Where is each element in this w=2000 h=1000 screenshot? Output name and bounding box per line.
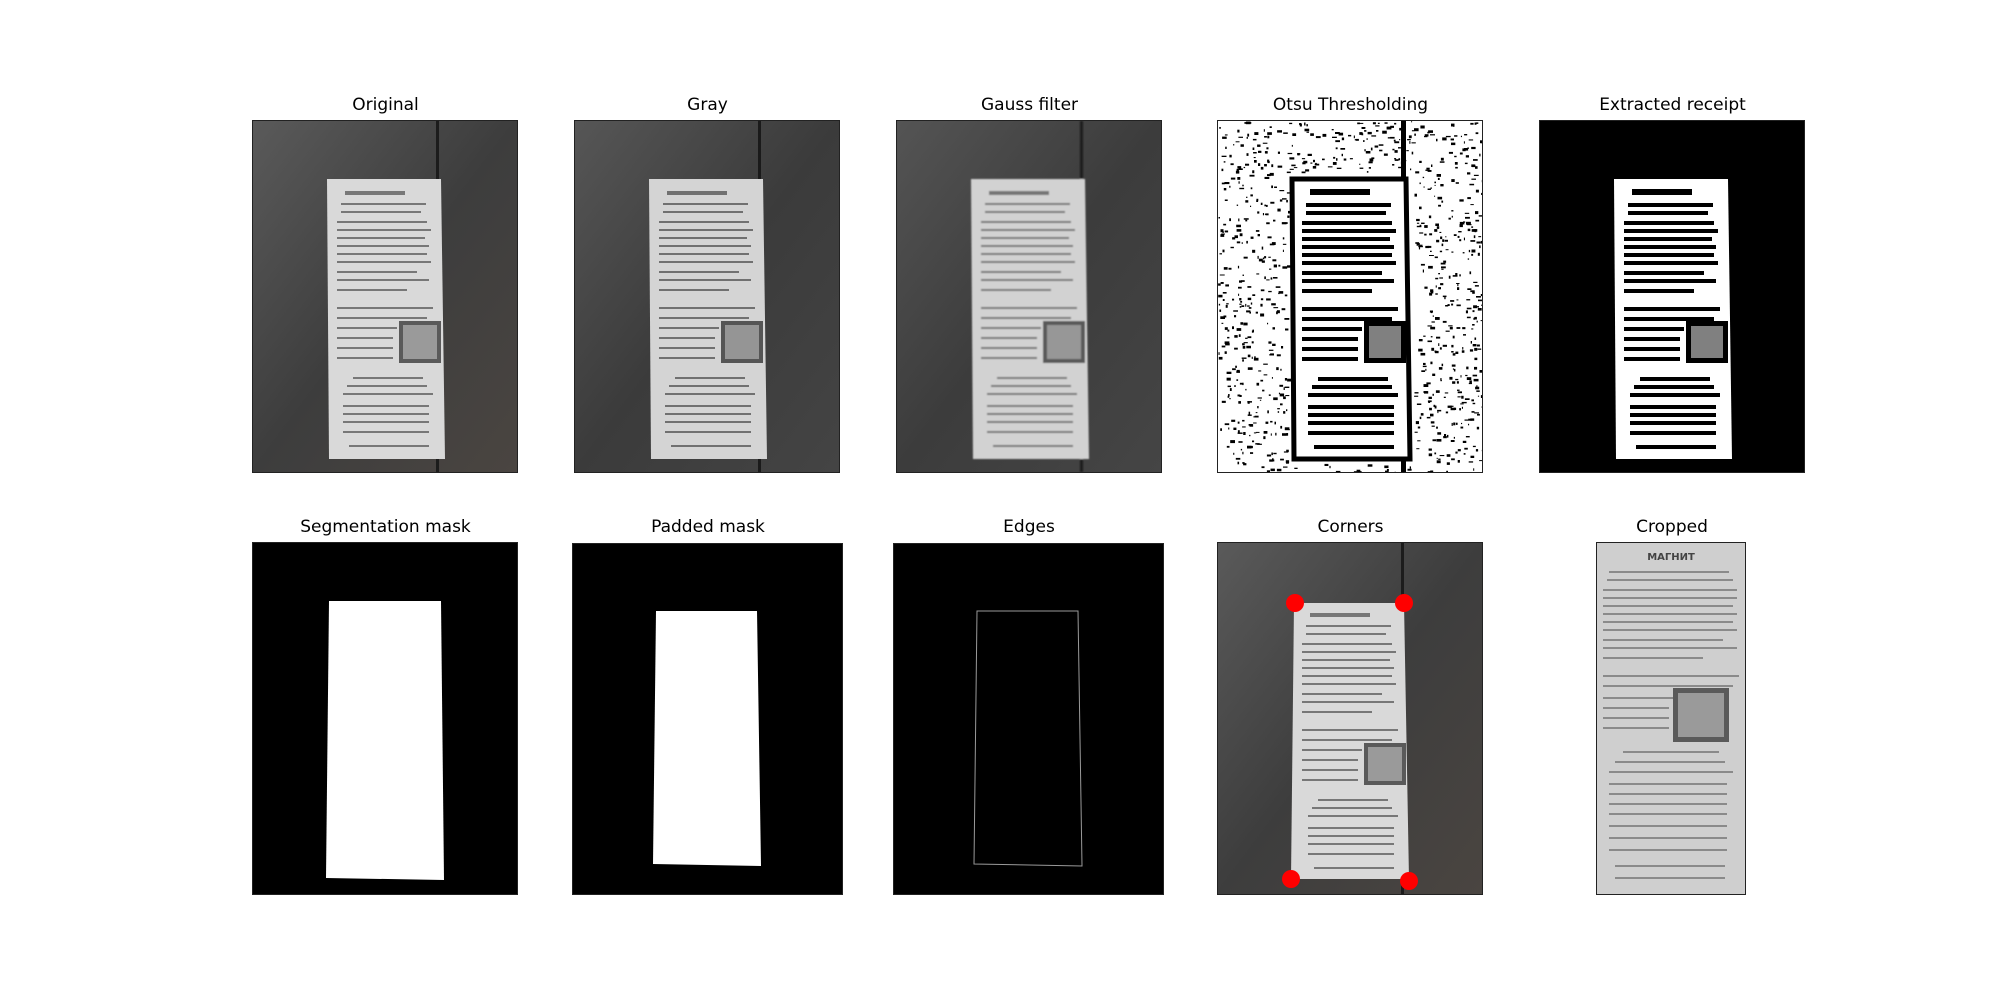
extracted-image	[1540, 121, 1804, 472]
panel-original: Original	[253, 95, 518, 473]
panel-title: Otsu Thresholding	[1218, 95, 1483, 115]
segmentation-mask-image	[253, 543, 517, 894]
panel-segmentation: Segmentation mask	[253, 517, 518, 895]
panel-title: Gauss filter	[897, 95, 1162, 115]
panel-padded: Padded mask	[573, 517, 843, 895]
gray-image	[575, 121, 839, 472]
gauss-image	[897, 121, 1161, 472]
receipt-header-text: МАГНИТ	[1647, 552, 1695, 563]
panel-title: Segmentation mask	[253, 517, 518, 537]
edges-image	[894, 544, 1163, 894]
cropped-image: МАГНИТ	[1597, 543, 1745, 894]
corner-marker-bottom-left	[1282, 870, 1300, 888]
panel-extracted: Extracted receipt	[1540, 95, 1805, 473]
panel-gray: Gray	[575, 95, 840, 473]
panel-title: Cropped	[1597, 517, 1747, 537]
panel-title: Corners	[1218, 517, 1483, 537]
panel-gauss: Gauss filter	[897, 95, 1162, 473]
padded-mask-image	[573, 544, 842, 894]
corners-image	[1218, 543, 1482, 894]
panel-title: Gray	[575, 95, 840, 115]
panel-title: Original	[253, 95, 518, 115]
otsu-image	[1218, 121, 1482, 472]
panel-otsu: Otsu Thresholding	[1218, 95, 1483, 473]
panel-corners: Corners	[1218, 517, 1483, 895]
original-image	[253, 121, 517, 472]
panel-title: Edges	[894, 517, 1164, 537]
panel-edges: Edges	[894, 517, 1164, 895]
corner-marker-top-left	[1286, 594, 1304, 612]
panel-title: Padded mask	[573, 517, 843, 537]
corner-marker-bottom-right	[1400, 872, 1418, 890]
corner-marker-top-right	[1395, 594, 1413, 612]
panel-title: Extracted receipt	[1540, 95, 1805, 115]
panel-cropped: Cropped МАГНИТ	[1597, 517, 1747, 895]
